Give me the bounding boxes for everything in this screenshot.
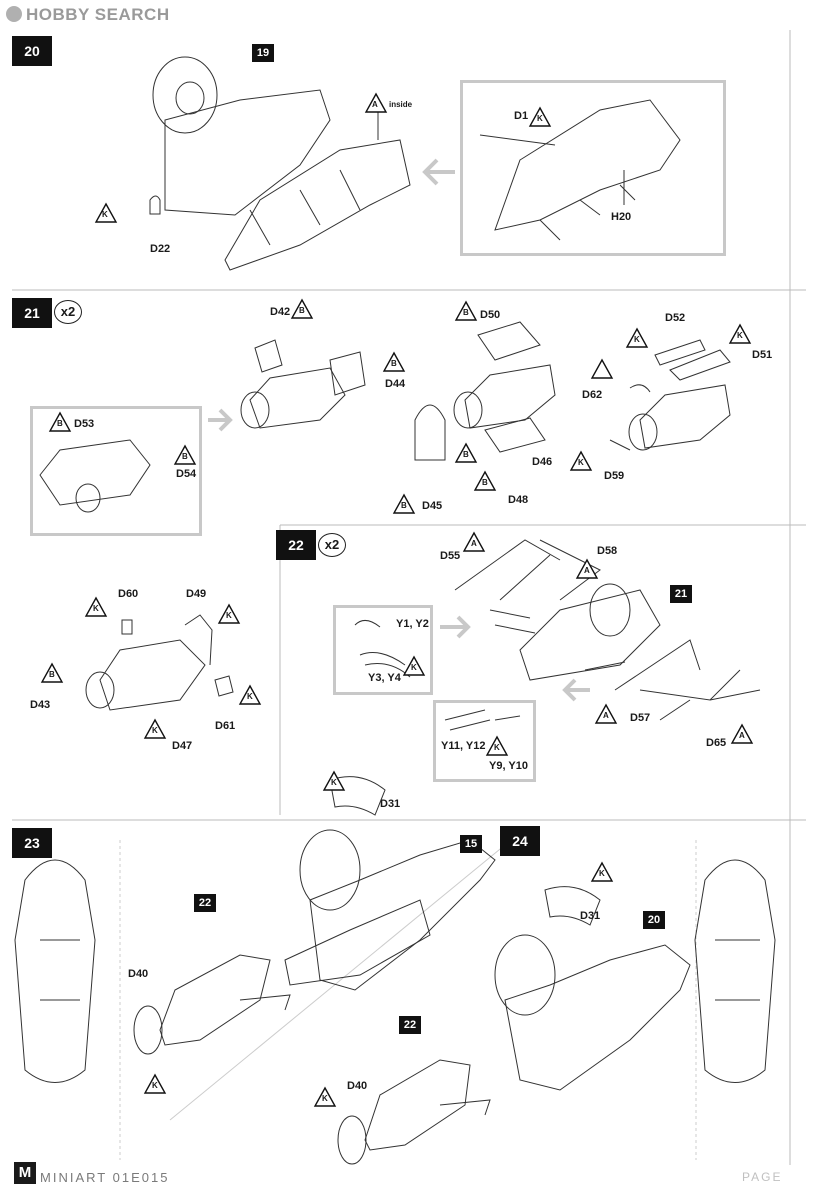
ref-step-22-badge: 22 xyxy=(194,894,216,912)
step20-fuselage-drawing xyxy=(149,56,411,271)
part-label: D40 xyxy=(128,968,149,980)
step21-inset-frame xyxy=(30,406,202,536)
ref-step-20-badge: 20 xyxy=(643,911,665,929)
part-label: B xyxy=(463,308,469,317)
part-label: D54 xyxy=(176,468,197,480)
part-label: K xyxy=(578,458,584,467)
part-label: D42 xyxy=(270,306,291,318)
step23-drawing xyxy=(14,776,496,1083)
part-label: B xyxy=(182,452,188,461)
miniart-logo-mark: M xyxy=(14,1162,36,1184)
ref-step-19-badge: 19 xyxy=(252,44,274,62)
part-label: A xyxy=(471,539,477,548)
step21-engine-drawings xyxy=(39,321,731,711)
part-label: K xyxy=(226,611,232,620)
part-label: D65 xyxy=(706,737,727,749)
part-label: D49 xyxy=(186,588,207,600)
part-label: D52 xyxy=(665,312,686,324)
step-24-badge: 24 xyxy=(500,826,540,856)
part-label: D58 xyxy=(597,545,618,557)
part-label: D61 xyxy=(215,720,236,732)
part-label: D57 xyxy=(630,712,651,724)
part-label: K xyxy=(634,335,640,344)
part-label: K xyxy=(93,604,99,613)
part-label: K xyxy=(537,114,543,123)
step-23-badge: 23 xyxy=(12,828,52,858)
part-label: K xyxy=(599,869,605,878)
step-21-multiplier: x2 xyxy=(54,300,82,324)
ref-step-22-badge: 22 xyxy=(399,1016,421,1034)
footer-page: PAGE xyxy=(742,1170,783,1184)
part-label: K xyxy=(494,743,500,752)
step20-inset-frame xyxy=(460,80,726,256)
part-label: D31 xyxy=(380,798,401,810)
part-label: A xyxy=(584,566,590,575)
step-20-badge: 20 xyxy=(12,36,52,66)
part-label: K xyxy=(247,692,253,701)
ref-step-15-badge: 15 xyxy=(460,835,482,853)
part-label: B xyxy=(49,670,55,679)
part-label: D22 xyxy=(150,243,171,255)
part-label: A xyxy=(372,100,378,109)
step-22-badge: 22 xyxy=(276,530,316,560)
part-label: D59 xyxy=(604,470,625,482)
step22-inset-frame-2 xyxy=(433,700,536,782)
part-label: B xyxy=(463,450,469,459)
part-label: B xyxy=(482,478,488,487)
part-label: D46 xyxy=(532,456,553,468)
step24-drawing xyxy=(337,859,776,1165)
part-label: D50 xyxy=(480,309,501,321)
part-label: D53 xyxy=(74,418,95,430)
part-label: D1 xyxy=(514,110,529,122)
part-label: D60 xyxy=(118,588,139,600)
part-label: B xyxy=(299,306,305,315)
part-label: D62 xyxy=(582,389,603,401)
part-label: Y3, Y4 xyxy=(368,672,401,684)
part-label: B xyxy=(391,359,397,368)
part-label: inside xyxy=(389,100,413,109)
part-label: A xyxy=(603,711,609,720)
part-label: H20 xyxy=(611,211,632,223)
part-label: D45 xyxy=(422,500,443,512)
part-label: B xyxy=(57,419,63,428)
step-22-multiplier: x2 xyxy=(318,533,346,557)
part-label: D55 xyxy=(440,550,461,562)
footer-product-code: 01E015 xyxy=(112,1170,170,1185)
part-label: D44 xyxy=(385,378,406,390)
hobby-search-logo-icon xyxy=(6,6,22,22)
step-21-badge: 21 xyxy=(12,298,52,328)
part-label: K xyxy=(322,1094,328,1103)
part-label: Y11, Y12 xyxy=(441,740,486,752)
footer-brand: MINIART xyxy=(40,1170,107,1185)
part-label: K xyxy=(152,1081,158,1090)
step22-inset-frame-1 xyxy=(333,605,433,695)
part-label: K xyxy=(411,663,417,672)
site-logo[interactable]: HOBBY SEARCH xyxy=(26,5,170,24)
part-label: D31 xyxy=(580,910,601,922)
part-label: D48 xyxy=(508,494,529,506)
step22-engine-drawing xyxy=(454,539,761,721)
part-label: D51 xyxy=(752,349,773,361)
part-label: D43 xyxy=(30,699,51,711)
part-label: D40 xyxy=(347,1080,368,1092)
site-header: HOBBY SEARCH xyxy=(0,0,818,30)
part-label: B xyxy=(401,501,407,510)
step20-inset-drawing xyxy=(479,99,681,241)
part-label: K xyxy=(331,778,337,787)
ref-step-21-badge: 21 xyxy=(670,585,692,603)
part-label: A xyxy=(739,731,745,740)
part-label: D47 xyxy=(172,740,193,752)
part-label: Y9, Y10 xyxy=(489,760,528,772)
part-label: Y1, Y2 xyxy=(396,618,429,630)
footer-code: MINIART 01E015 xyxy=(40,1170,169,1185)
part-label: K xyxy=(152,726,158,735)
part-label: K xyxy=(102,210,108,219)
part-label: K xyxy=(737,331,743,340)
